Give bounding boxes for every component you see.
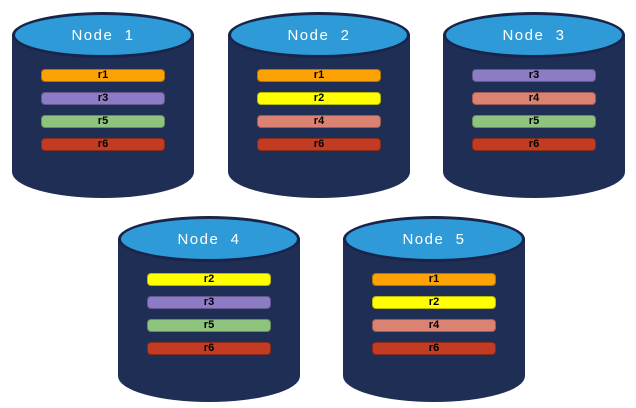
node-1: Node 1 r1 r3 r5 r6	[12, 12, 194, 198]
cylinder-top: Node 1	[12, 12, 194, 58]
replica-bar: r3	[147, 296, 271, 309]
replica-bar: r5	[147, 319, 271, 332]
replica-bar: r5	[472, 115, 596, 128]
replica-bar: r1	[372, 273, 496, 286]
replica-bar: r6	[41, 138, 165, 151]
replica-bar: r6	[147, 342, 271, 355]
replica-bar: r1	[257, 69, 381, 82]
cylinder-top: Node 5	[343, 216, 525, 262]
replica-bar: r5	[41, 115, 165, 128]
node-title: Node 4	[177, 231, 241, 248]
replica-bar: r6	[372, 342, 496, 355]
node-5: Node 5 r1 r2 r4 r6	[343, 216, 525, 402]
node-title: Node 2	[287, 27, 351, 44]
replica-bar: r4	[472, 92, 596, 105]
node-title: Node 3	[502, 27, 566, 44]
node-3: Node 3 r3 r4 r5 r6	[443, 12, 625, 198]
replica-bar: r2	[257, 92, 381, 105]
replica-bar: r3	[472, 69, 596, 82]
node-2: Node 2 r1 r2 r4 r6	[228, 12, 410, 198]
replica-bar: r2	[372, 296, 496, 309]
replica-list: r1 r2 r4 r6	[228, 69, 410, 151]
node-4: Node 4 r2 r3 r5 r6	[118, 216, 300, 402]
node-title: Node 5	[402, 231, 466, 248]
replica-bar: r6	[257, 138, 381, 151]
cylinder-top: Node 2	[228, 12, 410, 58]
replica-bar: r2	[147, 273, 271, 286]
cylinder-top: Node 4	[118, 216, 300, 262]
node-title: Node 1	[71, 27, 135, 44]
replica-list: r1 r2 r4 r6	[343, 273, 525, 355]
replica-list: r2 r3 r5 r6	[118, 273, 300, 355]
replica-list: r3 r4 r5 r6	[443, 69, 625, 151]
replica-bar: r4	[257, 115, 381, 128]
cylinder-top: Node 3	[443, 12, 625, 58]
replica-bar: r3	[41, 92, 165, 105]
replica-list: r1 r3 r5 r6	[12, 69, 194, 151]
replica-bar: r1	[41, 69, 165, 82]
replica-bar: r4	[372, 319, 496, 332]
replica-bar: r6	[472, 138, 596, 151]
